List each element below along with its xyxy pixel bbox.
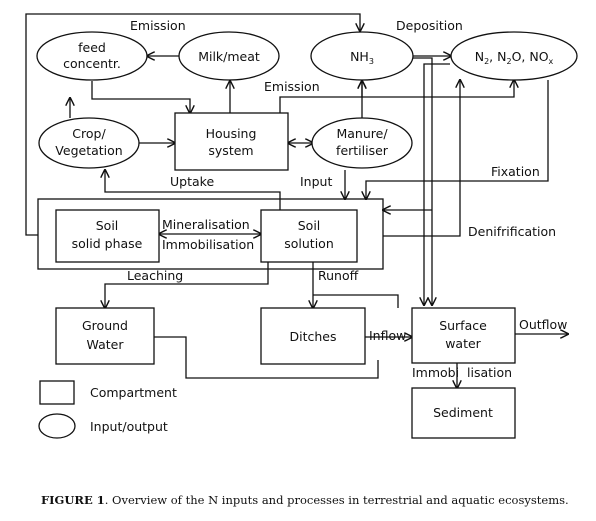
node-ditches: Ditches <box>260 307 366 365</box>
nh3-label: NH <box>350 49 369 64</box>
legend-compartment-swatch <box>39 380 75 405</box>
legend-io-label: Input/output <box>90 419 168 434</box>
node-housing-system: Housing system <box>174 112 289 171</box>
denitrification-arrow <box>383 80 460 237</box>
soil-solution-line-1: Soil <box>298 218 321 233</box>
label-deposition: Deposition <box>396 18 463 33</box>
milk-label: Milk/meat <box>198 49 260 64</box>
gas-n2: N <box>475 49 484 64</box>
manure-line-1: Manure/ <box>336 126 388 141</box>
svg-text:NH3: NH3 <box>350 49 374 66</box>
deposition-trunk-1 <box>413 57 432 305</box>
feed-line-2: concentr. <box>63 56 121 71</box>
label-immobilisation: Immobilisation <box>162 237 254 252</box>
node-soil-solution: Soil solution <box>260 209 358 263</box>
label-runoff: Runoff <box>318 268 359 283</box>
node-sediment: Sediment <box>411 387 516 439</box>
manure-line-2: fertiliser <box>336 143 389 158</box>
uptake-arrow <box>105 170 281 210</box>
legend: Compartment Input/output <box>38 380 177 439</box>
flow-lines <box>25 13 568 388</box>
surface-water-line-1: Surface <box>439 318 487 333</box>
crop-line-2: Vegetation <box>55 143 122 158</box>
emission-to-gases-arrow <box>362 80 514 98</box>
label-outflow: Outflow <box>519 317 567 332</box>
label-leaching: Leaching <box>127 268 183 283</box>
legend-io-swatch <box>38 413 76 439</box>
leaching-arrow <box>105 262 269 308</box>
svg-text:N2, N2O, NOx: N2, N2O, NOx <box>475 49 554 66</box>
node-nitrogen-gases: N2, N2O, NOx <box>450 31 578 81</box>
emission-top-arrow <box>25 13 360 236</box>
node-soil-solid-phase: Soil solid phase <box>55 209 160 263</box>
ditches-label: Ditches <box>290 329 337 344</box>
label-inflow: Inflow <box>369 328 406 343</box>
ditch-top-line <box>313 294 399 308</box>
label-mineralisation: Mineralisation <box>162 217 250 232</box>
sediment-label: Sediment <box>433 405 493 420</box>
deposition-trunk-2 <box>424 63 450 305</box>
housing-line-2: system <box>208 143 253 158</box>
caption-label: FIGURE 1 <box>41 493 105 507</box>
soil-solid-line-2: solid phase <box>72 236 143 251</box>
soil-solution-line-2: solution <box>284 236 334 251</box>
node-ground-water: Ground Water <box>55 307 155 365</box>
fixation-arrow <box>366 80 549 199</box>
node-surface-water: Surface water <box>411 307 516 364</box>
surface-water-line-2: water <box>445 336 481 351</box>
soil-solid-line-1: Soil <box>96 218 119 233</box>
caption-text: . Overview of the N inputs and processes… <box>105 493 569 507</box>
groundwater-line <box>154 336 379 379</box>
feed-line-1: feed <box>78 40 106 55</box>
node-milk-meat: Milk/meat <box>178 31 280 81</box>
ground-water-line-2: Water <box>87 337 125 352</box>
node-nh3: NH3 <box>310 31 414 81</box>
label-immobilisation-bottom: Immobi lisation <box>412 365 512 380</box>
ground-water-line-1: Ground <box>82 318 128 333</box>
flow-labels: Emission Deposition Emission Fixation Up… <box>127 18 567 380</box>
node-feed-concentrate: feed concentr. <box>36 31 148 81</box>
node-crop-vegetation: Crop/ Vegetation <box>38 117 140 169</box>
housing-line-1: Housing <box>206 126 257 141</box>
nh3-subscript: 3 <box>369 57 374 66</box>
legend-compartment-label: Compartment <box>90 385 177 400</box>
label-emission-top: Emission <box>130 18 186 33</box>
feed-to-housing-arrow <box>91 81 190 113</box>
label-denitrification: Denifrification <box>468 224 556 239</box>
soil-container <box>37 198 384 270</box>
crop-line-1: Crop/ <box>72 126 106 141</box>
label-fixation: Fixation <box>491 164 540 179</box>
label-input: Input <box>300 174 332 189</box>
figure-caption: FIGURE 1. Overview of the N inputs and p… <box>41 493 569 507</box>
label-emission-mid: Emission <box>264 79 320 94</box>
label-uptake: Uptake <box>170 174 214 189</box>
node-manure-fertiliser: Manure/ fertiliser <box>311 117 413 169</box>
